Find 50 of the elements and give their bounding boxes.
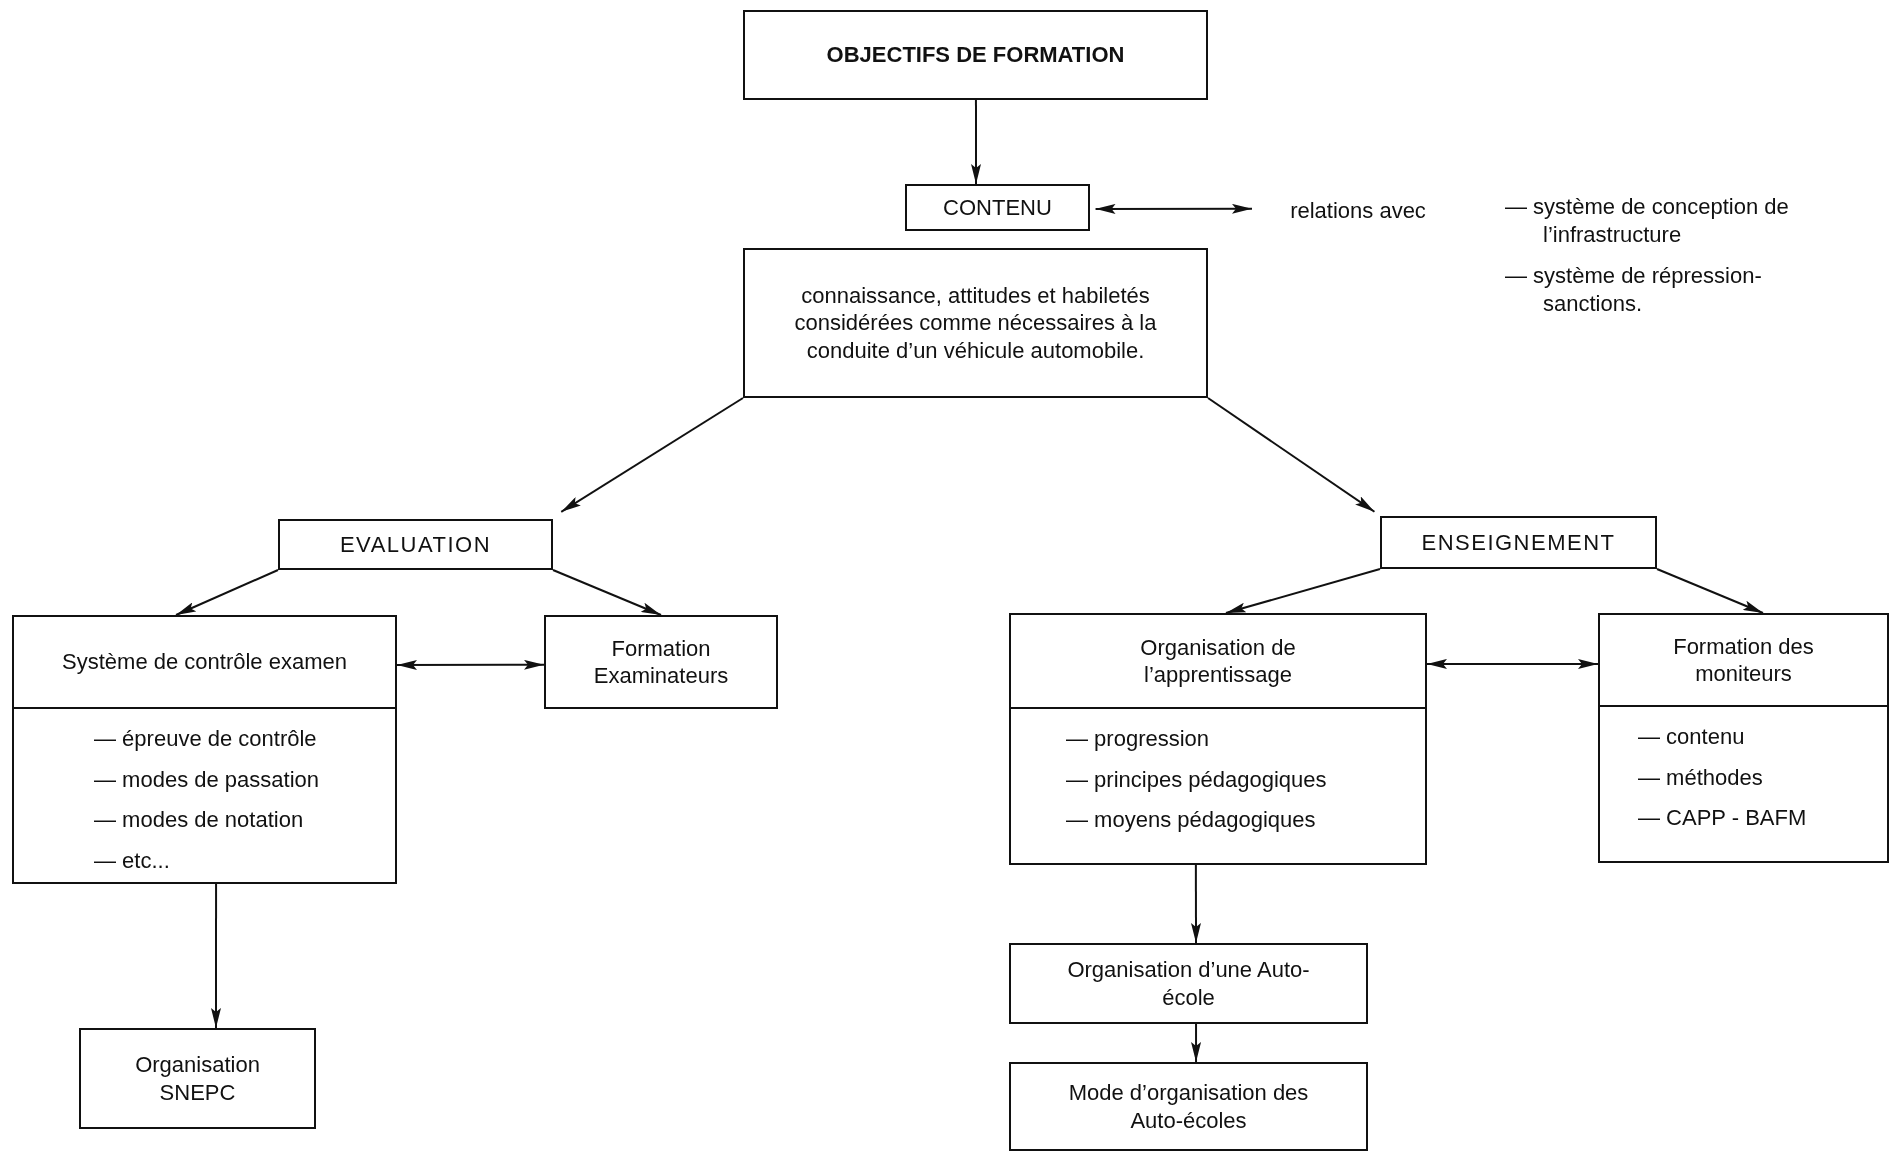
arrow — [552, 569, 662, 616]
box-heading: Formation des moniteurs — [1672, 632, 1815, 688]
list-item: — etc... — [94, 847, 171, 876]
process-box — [544, 615, 778, 709]
arrow — [971, 99, 981, 185]
box-heading: Système de contrôle examen — [61, 648, 348, 676]
list-box — [1598, 613, 1889, 863]
note-text: — système de conception de l’infrastructure — [1505, 193, 1790, 248]
process-box — [1380, 516, 1657, 569]
box-label: CONTENU — [942, 193, 1053, 222]
box-label: Mode d’organisation des Auto-écoles — [1067, 1079, 1310, 1134]
box-label: EVALUATION — [338, 530, 493, 559]
arrow — [1207, 397, 1376, 513]
box-label: connaissance, attitudes et habiletés considérées comme nécessaires à la conduite d’un véhicule automobile. — [793, 281, 1158, 365]
process-box — [905, 184, 1090, 231]
list-item: — modes de notation — [94, 806, 305, 835]
box-label: Organisation d’une Auto-école — [1066, 956, 1311, 1011]
list-item: — CAPP - BAFM — [1638, 804, 1808, 833]
arrow — [1426, 658, 1599, 669]
note-text: — système de répression-sanctions. — [1505, 262, 1763, 317]
box-label: Organisation SNEPC — [134, 1051, 261, 1106]
list-item: — principes pédagogiques — [1066, 765, 1328, 794]
arrow — [560, 397, 744, 513]
process-box — [1009, 943, 1368, 1024]
list-box — [1009, 613, 1427, 865]
arrow — [1224, 568, 1381, 614]
process-box — [1009, 1062, 1368, 1151]
list-item: — épreuve de contrôle — [94, 725, 318, 753]
process-box — [743, 248, 1208, 398]
arrow — [1191, 864, 1201, 944]
list-item: — moyens pédagogiques — [1066, 806, 1317, 835]
arrow — [211, 883, 221, 1029]
box-heading: Organisation de l’apprentissage — [1139, 633, 1297, 689]
process-box — [278, 519, 553, 570]
box-label: ENSEIGNEMENT — [1420, 528, 1617, 557]
box-label: OBJECTIFS DE FORMATION — [825, 41, 1126, 69]
arrow — [396, 659, 545, 670]
arrow — [1656, 568, 1764, 614]
list-item: — progression — [1066, 725, 1211, 753]
relation-text: relations avec — [1289, 197, 1427, 225]
arrow — [175, 569, 279, 616]
process-box — [743, 10, 1208, 100]
arrow — [1191, 1023, 1202, 1063]
list-item: — contenu — [1638, 723, 1746, 751]
list-box — [12, 615, 397, 884]
box-label: Formation Examinateurs — [592, 634, 730, 690]
list-item: — modes de passation — [94, 765, 321, 794]
arrow — [1094, 203, 1253, 214]
list-item: — méthodes — [1638, 763, 1764, 792]
process-box — [79, 1028, 316, 1129]
